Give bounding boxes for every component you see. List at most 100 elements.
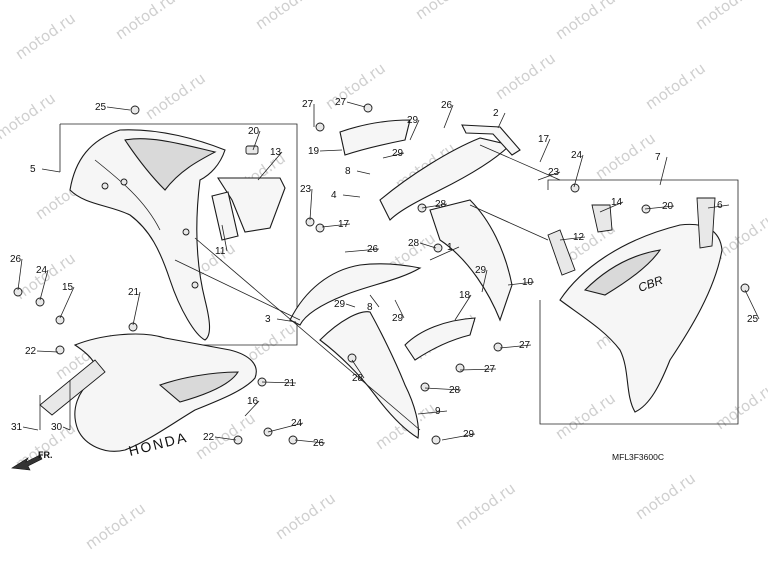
callout-c28a: 28 <box>421 199 448 210</box>
watermark-text: motod.ru <box>412 0 479 23</box>
leader-line <box>345 303 356 308</box>
callout-c24b: 24 <box>36 265 49 301</box>
callout-number: 8 <box>345 166 351 177</box>
watermark-text: motod.ru <box>632 469 699 523</box>
callout-c24a: 24 <box>571 150 584 188</box>
watermark-text: motod.ru <box>0 89 59 143</box>
callout-number: 21 <box>128 287 140 298</box>
callout-number: 14 <box>611 197 623 208</box>
callout-number: 27 <box>335 97 347 108</box>
callout-number: 21 <box>284 378 296 389</box>
callout-number: 28 <box>408 238 420 249</box>
leader-line <box>261 381 297 384</box>
callout-c20b: 20 <box>644 201 675 212</box>
watermark-text: motod.ru <box>12 9 79 63</box>
leader-line <box>441 433 476 441</box>
callout-number: 22 <box>203 432 215 443</box>
leader-line <box>62 426 71 431</box>
callout-c28c: 28 <box>351 359 365 384</box>
leader-line <box>36 350 59 353</box>
callout-c29d: 29 <box>334 299 356 310</box>
callout-number: 20 <box>662 201 674 212</box>
center-inner-lower <box>289 263 422 326</box>
watermark-text: motod.ru <box>552 389 619 443</box>
leader-line <box>344 248 380 253</box>
leader-line <box>659 156 668 186</box>
watermark-text: motod.ru <box>712 379 768 433</box>
callout-c10: 10 <box>507 277 535 288</box>
leader-line <box>244 400 260 417</box>
leader-line <box>106 106 131 111</box>
assembly-lines <box>39 144 561 431</box>
leader-line <box>454 294 472 321</box>
watermark-text: motod.ru <box>552 0 619 43</box>
leader-line <box>257 151 283 181</box>
decal-6 <box>696 197 716 249</box>
callout-number: 4 <box>331 190 337 201</box>
leader-line <box>417 410 448 415</box>
callout-number: 26 <box>313 438 325 449</box>
callout-c26d: 26 <box>294 438 326 449</box>
callout-c4: 4 <box>331 190 361 201</box>
leader-line <box>382 152 405 159</box>
callout-c27d: 27 <box>459 364 497 375</box>
watermark-text: motod.ru <box>192 409 259 463</box>
callout-c26a: 26 <box>441 100 454 129</box>
inner-panel-10 <box>429 199 513 322</box>
watermark-text: motod.ru <box>12 249 79 303</box>
callout-c5: 5 <box>30 164 61 175</box>
callout-c23b: 23 <box>537 167 561 181</box>
diagram-code: MFL3F3600C <box>612 452 664 462</box>
callout-number: 27 <box>302 99 314 110</box>
callout-number: 29 <box>334 299 346 310</box>
watermark-text: motod.ru <box>272 489 339 543</box>
callout-c24c: 24 <box>267 418 304 433</box>
callout-c12: 12 <box>559 232 586 243</box>
callout-c3: 3 <box>265 314 297 325</box>
callout-c13: 13 <box>257 147 283 181</box>
callout-number: 28 <box>352 373 364 384</box>
inner-panel-13 <box>216 177 286 233</box>
watermark-text: motod.ru <box>642 59 709 113</box>
callout-number: 27 <box>519 340 531 351</box>
watermark-text: motod.ru <box>452 479 519 533</box>
callout-c29b: 29 <box>382 148 405 159</box>
leader-line <box>59 286 75 319</box>
callout-number: 25 <box>747 314 759 325</box>
watermark-text: motod.ru <box>592 129 659 183</box>
callout-number: 19 <box>308 146 320 157</box>
callout-number: 29 <box>463 429 475 440</box>
leader-line <box>17 258 23 291</box>
watermark-text: motod.ru <box>322 59 389 113</box>
callout-number: 17 <box>338 219 350 230</box>
callout-c29e: 29 <box>392 299 405 324</box>
callout-c31: 31 <box>11 422 39 433</box>
callout-number: 24 <box>36 265 48 276</box>
callout-c29c: 29 <box>475 265 488 293</box>
watermark-text: motod.ru <box>252 0 319 33</box>
callout-number: 27 <box>484 364 496 375</box>
callout-number: 24 <box>571 150 583 161</box>
callout-c27a: 27 <box>302 99 315 127</box>
callout-c23a: 23 <box>300 184 313 221</box>
callout-c9: 9 <box>417 406 448 417</box>
callout-number: 31 <box>11 422 23 433</box>
leader-line <box>644 205 675 210</box>
callout-number: 7 <box>655 152 661 163</box>
leader-line <box>294 439 326 444</box>
bracket-18 <box>404 317 476 361</box>
callout-c7: 7 <box>655 152 668 186</box>
leader-line <box>599 201 624 213</box>
callout-number: 18 <box>459 290 471 301</box>
callout-number: 29 <box>475 265 487 276</box>
group-frame-right <box>539 179 739 425</box>
callout-number: 2 <box>493 108 499 119</box>
callout-c21b: 21 <box>261 378 297 389</box>
watermark-text: motod.ru <box>142 69 209 123</box>
lower-inner-piece-9 <box>319 311 419 439</box>
callout-c2: 2 <box>493 108 506 129</box>
leader-line <box>421 203 448 209</box>
leader-line <box>252 130 261 151</box>
callout-c29a: 29 <box>407 115 420 141</box>
